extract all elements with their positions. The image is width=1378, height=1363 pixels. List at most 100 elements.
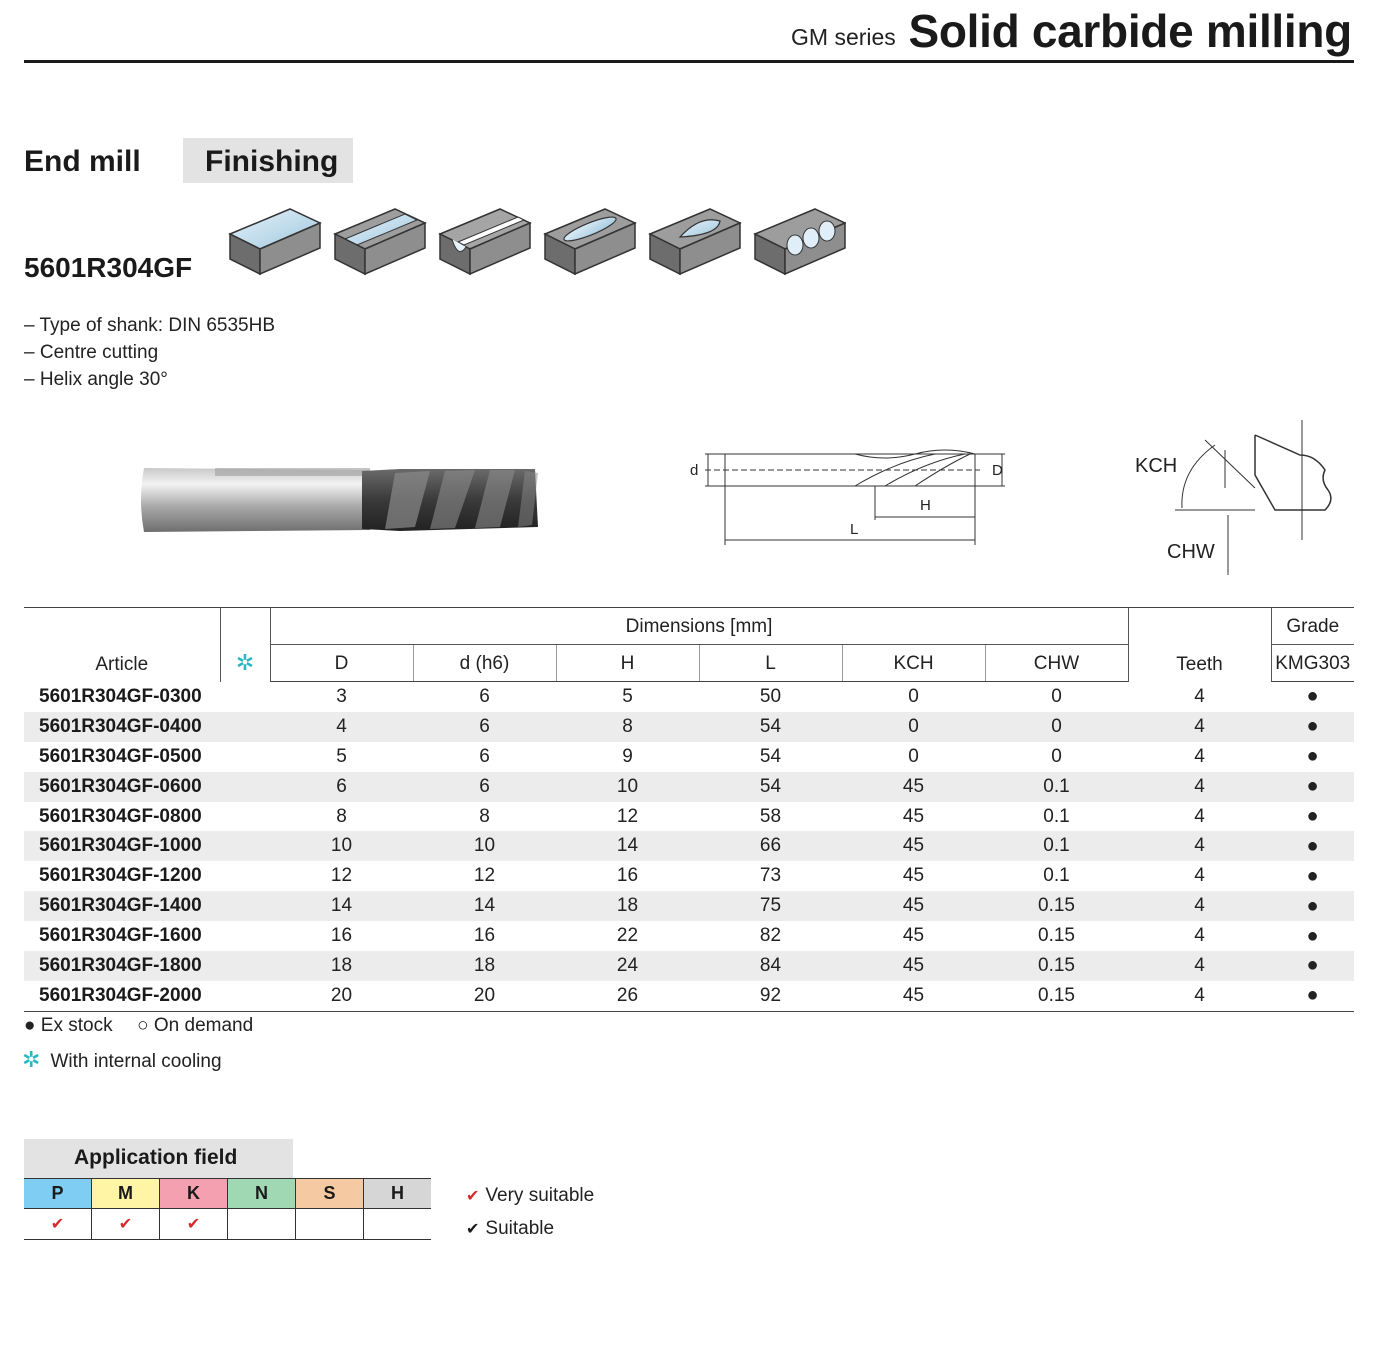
grade-availability-cell: ●	[1271, 891, 1354, 922]
very-suitable-label: Very suitable	[485, 1185, 595, 1206]
feature-list: – Type of shank: DIN 6535HB – Centre cut…	[24, 312, 275, 393]
material-group-h: H	[363, 1178, 431, 1209]
contour-pocket-block-icon	[648, 208, 742, 276]
cooling-cell	[220, 921, 270, 951]
kch-cell: 0	[842, 711, 985, 742]
chw-cell: 0.15	[985, 951, 1128, 981]
teeth-cell: 4	[1128, 980, 1271, 1012]
l-cell: 92	[699, 980, 842, 1012]
teeth-cell: 4	[1194, 745, 1205, 767]
d-cell: 18	[413, 951, 556, 981]
cooling-cell	[220, 831, 270, 862]
article-cell: 5601R304GF-1600	[39, 925, 202, 947]
article-cell: 5601R304GF-1200	[39, 865, 202, 887]
suitability-cell-n	[227, 1208, 296, 1240]
h-cell: 9	[622, 745, 633, 767]
machining-operations-icons	[228, 208, 846, 276]
kch-cell: 0	[908, 745, 919, 767]
kch-cell: 0	[908, 685, 919, 707]
column-header-H: H	[555, 644, 699, 682]
h-cell: 10	[556, 771, 699, 802]
grade-availability-cell: ●	[1306, 924, 1319, 947]
internal-cooling-icon: ✲	[235, 649, 255, 675]
grade-availability-cell: ●	[1271, 711, 1354, 742]
h-cell: 8	[556, 711, 699, 742]
l-cell: 54	[699, 711, 842, 742]
pocket-block-icon	[543, 208, 637, 276]
kch-cell: 45	[902, 925, 925, 947]
d-cell: 18	[270, 951, 413, 981]
subcategory-title: Finishing	[205, 145, 339, 178]
chw-cell: 0.1	[985, 831, 1128, 862]
column-header-KCH: KCH	[841, 644, 985, 682]
label-kch: KCH	[1135, 455, 1177, 477]
column-header-teeth: Teeth	[1127, 607, 1271, 682]
chw-cell: 0.1	[1043, 865, 1070, 887]
d-cell: 10	[413, 831, 556, 862]
teeth-cell: 4	[1128, 891, 1271, 922]
cooling-cell	[220, 951, 270, 981]
feature-item: – Centre cutting	[24, 342, 159, 363]
kch-cell: 45	[902, 805, 925, 827]
on-demand-icon: ○	[137, 1015, 149, 1036]
chw-cell: 0	[985, 711, 1128, 742]
dimensions-group-header: Dimensions [mm]	[269, 607, 1128, 645]
label-H: H	[920, 497, 931, 514]
h-cell: 24	[556, 951, 699, 981]
d-cell: 16	[330, 925, 353, 947]
d-cell: 6	[413, 711, 556, 742]
ex-stock-icon: ●	[24, 1015, 36, 1036]
article-cell: 5601R304GF-0300	[39, 685, 202, 707]
cooling-cell	[220, 980, 270, 1012]
article-cell: 5601R304GF-0500	[39, 745, 202, 767]
teeth-cell: 4	[1194, 805, 1205, 827]
l-cell: 50	[759, 685, 782, 707]
label-D: D	[992, 462, 1003, 479]
d-cell: 16	[473, 925, 496, 947]
on-demand-label: On demand	[153, 1015, 254, 1036]
very-suitable-check-icon: ✔	[466, 1188, 480, 1205]
grade-availability-cell: ●	[1271, 980, 1354, 1012]
teeth-cell: 4	[1128, 711, 1271, 742]
internal-cooling-icon: ✲	[22, 1047, 41, 1072]
subcategory-box	[183, 138, 353, 183]
h-cell: 14	[556, 831, 699, 862]
h-cell: 26	[556, 980, 699, 1012]
header-divider	[24, 60, 1354, 63]
kch-cell: 45	[842, 771, 985, 802]
teeth-cell: 4	[1128, 831, 1271, 862]
column-header-L: L	[698, 644, 842, 682]
chw-cell: 0.15	[985, 980, 1128, 1012]
cooling-cell	[220, 891, 270, 922]
d-cell: 6	[479, 745, 490, 767]
column-header-CHW: CHW	[984, 644, 1128, 682]
kch-cell: 45	[902, 865, 925, 887]
d-cell: 8	[479, 805, 490, 827]
article-cell: 5601R304GF-0800	[39, 805, 202, 827]
article-cell: 5601R304GF-1800	[24, 951, 220, 981]
d-cell: 3	[336, 685, 347, 707]
cooling-cell	[220, 742, 270, 772]
kch-cell: 45	[842, 980, 985, 1012]
article-cell: 5601R304GF-2000	[24, 980, 220, 1012]
label-chw: CHW	[1167, 541, 1215, 563]
suitability-legend: ✔Very suitable ✔Suitable	[466, 1180, 594, 1246]
kch-cell: 45	[842, 831, 985, 862]
suitability-cell-k: ✔	[159, 1208, 228, 1240]
d-cell: 4	[270, 711, 413, 742]
suitability-cell-m: ✔	[91, 1208, 160, 1240]
kch-cell: 45	[842, 951, 985, 981]
d-cell: 14	[270, 891, 413, 922]
feature-item: – Type of shank: DIN 6535HB	[24, 315, 276, 336]
l-cell: 73	[759, 865, 782, 887]
h-cell: 5	[622, 685, 633, 707]
application-field-title: Application field	[74, 1146, 238, 1169]
d-cell: 12	[473, 865, 496, 887]
h-cell: 18	[556, 891, 699, 922]
